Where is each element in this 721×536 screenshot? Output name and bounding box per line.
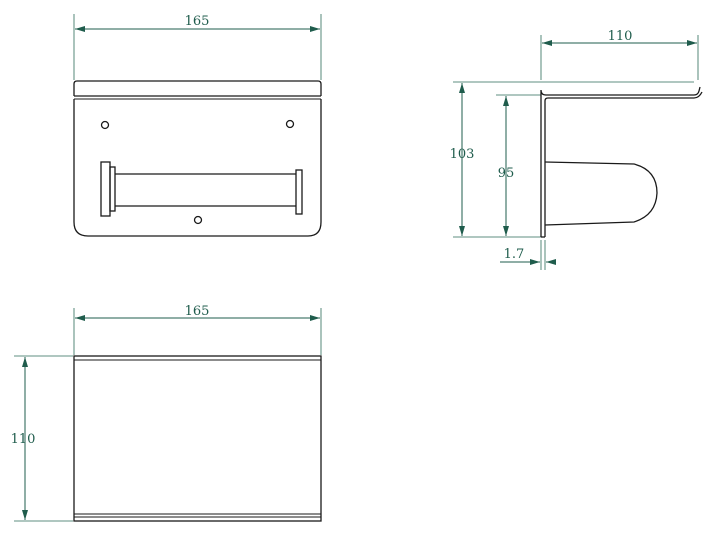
mounting-hole-left [100, 120, 110, 130]
side-roll-holder-arm [544, 161, 658, 226]
side-total-height-label: 103 [450, 147, 475, 162]
side-profile-inner [544, 91, 703, 237]
side-thickness-label: 1.7 [504, 247, 525, 262]
front-view: 165 [73, 14, 322, 237]
mounting-hole-right [285, 119, 295, 129]
mounting-hole-bottom [193, 215, 203, 225]
side-depth-label: 110 [608, 29, 633, 44]
roll-holder-left-flange [100, 161, 111, 217]
top-view: 165 110 [11, 304, 322, 522]
top-width-label: 165 [185, 304, 210, 319]
front-width-label: 165 [185, 14, 210, 29]
top-depth-label: 110 [11, 432, 36, 447]
side-view: 110 103 95 1.7 [450, 29, 703, 270]
front-back-plate [73, 99, 322, 237]
roll-holder-left-cap [109, 166, 116, 212]
front-shelf-lip [73, 80, 322, 96]
roll-holder-right-end [295, 169, 303, 215]
side-back-height-label: 95 [498, 166, 515, 181]
top-shelf-outline [73, 355, 322, 522]
side-profile-outer [540, 86, 701, 237]
